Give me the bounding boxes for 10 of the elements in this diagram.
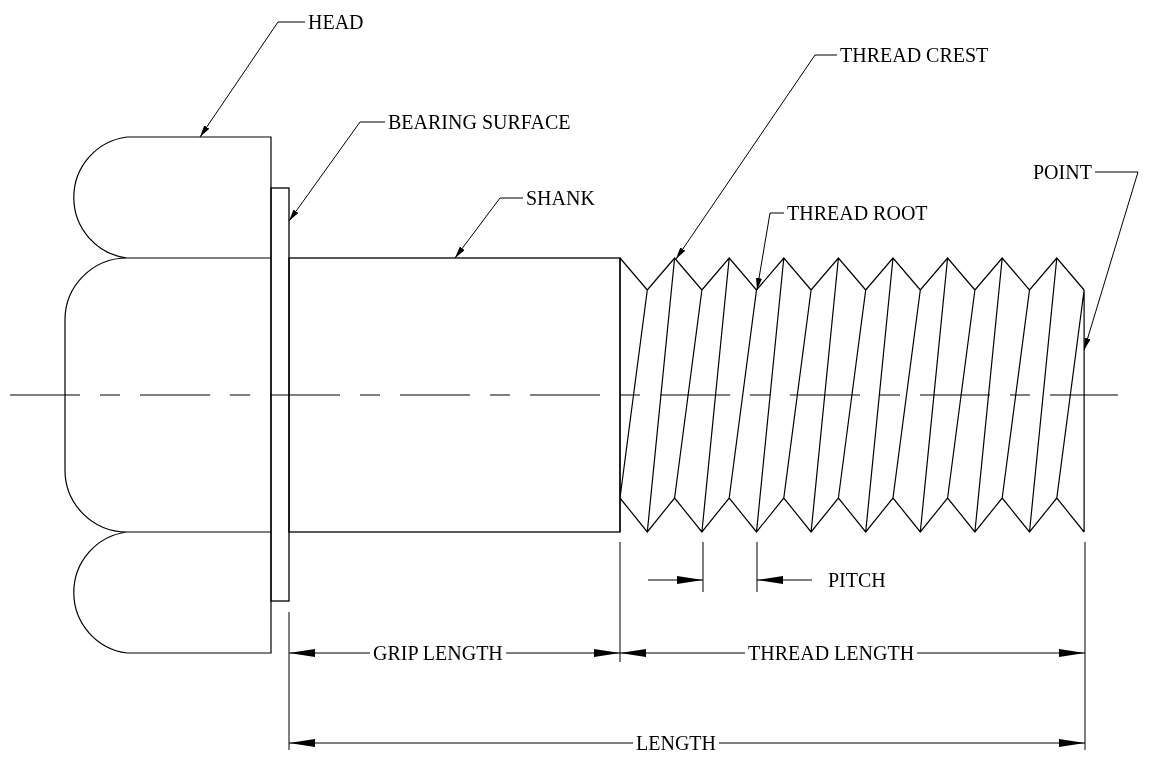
leader-line: [1083, 171, 1139, 351]
threaded-section-drawing: [619, 257, 1085, 533]
shank-body: [288, 257, 621, 533]
leader-line: [288, 121, 386, 222]
bearing-surface-face: [270, 187, 290, 602]
leader-line: [675, 54, 838, 260]
leader-line: [454, 197, 524, 259]
bolt-head-drawing: [64, 136, 272, 654]
leader-line: [199, 21, 306, 138]
leader-line: [756, 212, 785, 291]
